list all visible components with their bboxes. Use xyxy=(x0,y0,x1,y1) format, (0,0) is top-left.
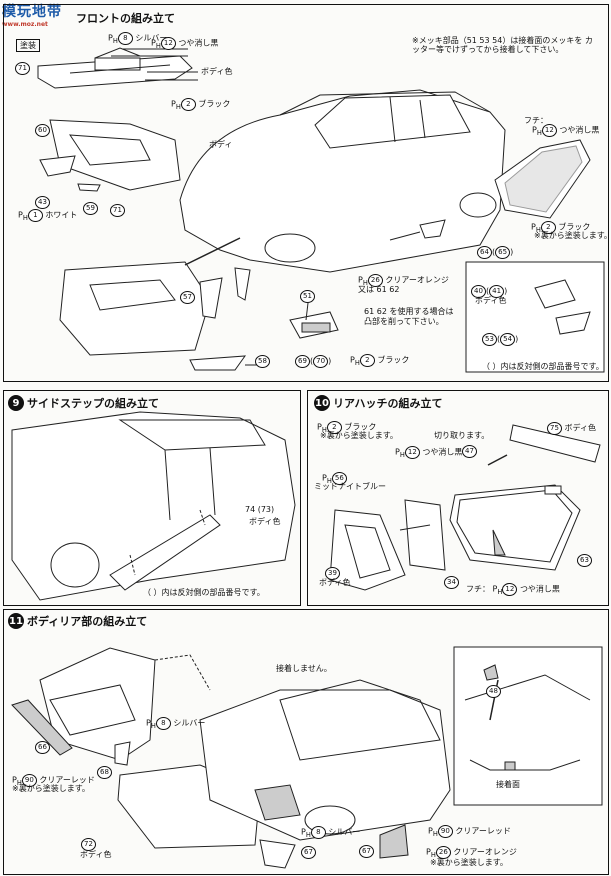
reverse-note-front: （ ）内は反対側の部品番号です。 xyxy=(482,362,604,371)
rb-not-glued: 接着しません。 xyxy=(276,664,332,673)
label-open-holes: 凸部を削って下さい。 xyxy=(364,317,444,326)
rb-body-color: ボディ色 xyxy=(80,850,112,859)
part-71-b: 71 xyxy=(110,204,125,217)
side-title: サイドステップの組み立て xyxy=(27,397,159,410)
rh-body-color-39: ボディ色 xyxy=(319,578,351,587)
rh-cut: 切り取ります。 xyxy=(434,431,490,440)
front-title: フロントの組み立て xyxy=(76,12,175,25)
rear-body-title: ボディリア部の組み立て xyxy=(27,615,148,628)
part-48: 48 xyxy=(486,685,501,698)
front-section xyxy=(3,4,609,382)
rh-back-paint: ※裏から塗装します。 xyxy=(320,431,398,440)
part-74-73: 74 (73) xyxy=(245,505,275,514)
step-11: 11 xyxy=(8,613,24,629)
part-72: 72 xyxy=(81,838,96,851)
part-43: 43 xyxy=(35,196,50,209)
label-when-using: 61 62 を使用する場合は xyxy=(364,307,454,316)
part-68: 68 xyxy=(97,766,112,779)
rear-body-section xyxy=(3,609,609,875)
part-66: 66 xyxy=(35,741,50,754)
step-9: 9 xyxy=(8,395,24,411)
rear-hatch-section xyxy=(307,390,609,606)
parts-53-54: 53(54) xyxy=(482,333,518,346)
part-59: 59 xyxy=(83,202,98,215)
front-diagram xyxy=(37,47,605,373)
label-body: ボディ xyxy=(209,140,233,149)
watermark-logo: 模玩地带 www.moz.net xyxy=(2,1,62,28)
part-63: 63 xyxy=(577,554,592,567)
part-67-b: 67 xyxy=(359,845,374,858)
part-75: 75 ボディ色 xyxy=(547,422,596,435)
label-or-61-62: 又は 61 62 xyxy=(358,285,400,294)
rb-glue-face: 接着面 xyxy=(496,780,520,789)
part-34: 34 xyxy=(444,576,459,589)
paint-badge: 塗装 xyxy=(16,39,40,53)
rh-midnight-blue: ミッドナイトブルー xyxy=(314,482,386,491)
part-67-a: 67 xyxy=(301,846,316,859)
side-reverse-note: （ ）内は反対側の部品番号です。 xyxy=(143,588,265,597)
part-57: 57 xyxy=(180,291,195,304)
parts-69-70: 69(70) xyxy=(295,355,331,368)
rear-hatch-title: リアハッチの組み立て xyxy=(333,397,443,410)
part-39: 39 xyxy=(325,567,340,580)
parts-64-65: 64(65) xyxy=(477,246,513,259)
chrome-note: ※メッキ部品（51 53 54）は接着面のメッキを カッター等でけずってから接着… xyxy=(412,36,593,55)
rb-back-paint: ※裏から塗装します。 xyxy=(12,784,90,793)
part-47: 47 xyxy=(462,445,477,458)
parts-40-41: 40(41) xyxy=(471,285,507,298)
part-58: 58 xyxy=(255,355,270,368)
side-body-color: ボディ色 xyxy=(249,517,281,526)
part-60: 60 xyxy=(35,124,50,137)
part-51: 51 xyxy=(300,290,315,303)
step-10: 10 xyxy=(314,395,330,411)
part-71-a: 71 xyxy=(15,62,30,75)
watermark-url: www.moz.net xyxy=(2,21,48,28)
side-section xyxy=(3,390,301,606)
back-paint-note: ※裏から塗装します。 xyxy=(534,231,611,240)
rb-back-paint-2: ※裏から塗装します。 xyxy=(430,858,508,867)
label-fuchi: フチ： xyxy=(524,116,548,125)
label-body-color-71: ボディ色 xyxy=(201,67,233,76)
label-body-color-40: ボディ色 xyxy=(475,296,507,305)
watermark-name: 模玩地带 xyxy=(2,4,62,20)
